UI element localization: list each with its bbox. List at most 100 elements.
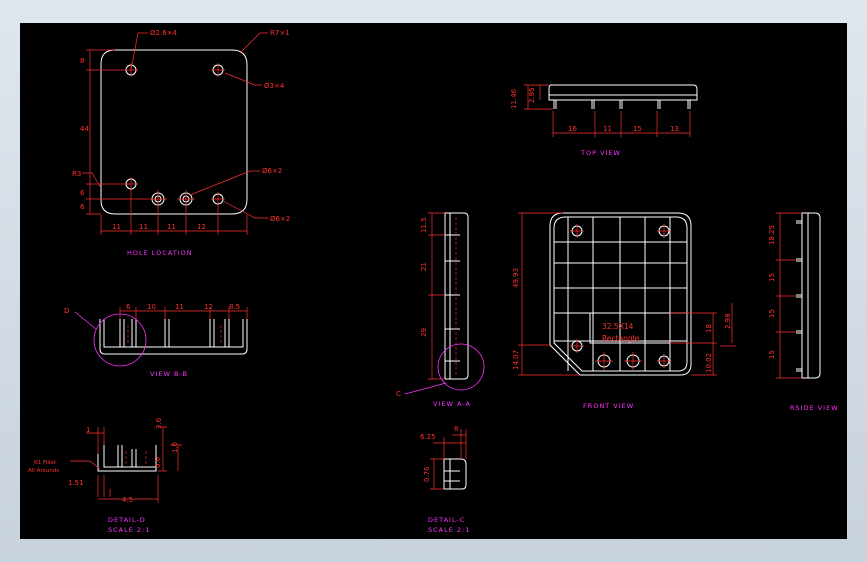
- dim: 1.6: [171, 441, 179, 453]
- dim: 1.51: [68, 479, 84, 487]
- dim-left: 44: [80, 125, 89, 133]
- top-view-dims: [524, 84, 691, 137]
- rectangle-label-type: Rectangle: [602, 334, 640, 343]
- detail-d-hidden: [125, 451, 147, 467]
- view-title-hole-location: HOLE LOCATION: [127, 249, 193, 257]
- dim-top: 10: [147, 303, 156, 311]
- dim-right: 18: [705, 324, 713, 333]
- dim: 0.76: [423, 466, 431, 482]
- dim-left: 11.5: [420, 217, 428, 233]
- dim: 1: [86, 426, 90, 434]
- dimension-lines-left: [86, 49, 149, 215]
- view-title-top-view: TOP VIEW: [580, 149, 621, 157]
- dim-top: 12: [204, 303, 213, 311]
- detail-d-ribs: [117, 445, 137, 467]
- plate-outline: [100, 49, 248, 215]
- dim-left: 6: [80, 203, 85, 211]
- side-view: 18.25 15 15 15 RSIDE VIEW: [768, 212, 839, 412]
- detail-c: 6.25 8 0.76 DETAIL-C SCALE 2:1: [420, 425, 470, 534]
- front-dims-right: [670, 303, 736, 376]
- dim-left: 15: [768, 273, 776, 282]
- front-view: 32.5X14 Rectangle 49.93 14.07 18 2.98 10…: [512, 212, 736, 410]
- dim-left: 18.25: [768, 225, 776, 245]
- detail-d-dims: [70, 426, 182, 503]
- callout-hole-large: Ø6×2: [262, 167, 282, 175]
- dim: 6.25: [420, 433, 436, 441]
- dim-left: 11.46: [510, 88, 518, 109]
- view-a-dims: [428, 212, 445, 380]
- front-inner: [553, 216, 688, 372]
- dim-bottom: 11: [112, 223, 121, 231]
- dim-bottom: 13: [670, 125, 679, 133]
- dim: 0.6: [154, 456, 162, 468]
- top-view: 16 11 15 13 11.46 2.95 TOP VIEW: [510, 84, 698, 157]
- detail-c-inner: [444, 459, 460, 489]
- callout-corner-radius: R7×1: [270, 29, 290, 37]
- cad-drawing: Ø2.6×4 R7×1 Ø3×4 Ø6×2 Ø6×2 R3 11 11 11 1…: [28, 29, 839, 534]
- dim-bottom: 15: [633, 125, 642, 133]
- view-b-dims: [119, 307, 248, 319]
- detail-c-circle: [437, 343, 485, 391]
- detail-c-leader: [404, 382, 447, 395]
- top-view-pins: [553, 100, 691, 109]
- fillet-note-2: All Arounds: [28, 468, 59, 474]
- callout-fillet: R3: [72, 170, 81, 178]
- dim-left: 2.95: [528, 87, 536, 103]
- top-view-base: [548, 95, 698, 101]
- section-hidden-lines: [127, 325, 222, 345]
- detail-d-outline: [97, 445, 157, 472]
- side-pins: [796, 220, 802, 372]
- front-grid: [554, 217, 687, 371]
- detail-c-title: DETAIL-C: [428, 516, 465, 524]
- view-a-outline: [444, 212, 469, 380]
- drawing-canvas: Ø2.6×4 R7×1 Ø3×4 Ø6×2 Ø6×2 R3 11 11 11 1…: [20, 23, 847, 539]
- detail-c-scale: SCALE 2:1: [428, 526, 470, 534]
- dim-left: 15: [768, 309, 776, 318]
- view-title-view-b: VIEW B-B: [150, 370, 188, 378]
- dim-bottom: 11: [167, 223, 176, 231]
- dim: 8: [454, 425, 458, 433]
- detail-d-leader: [74, 311, 97, 330]
- dim-left: 8: [80, 57, 84, 65]
- detail-d-circle: [93, 313, 147, 367]
- dim-left: 15: [768, 350, 776, 359]
- side-dims: [776, 212, 802, 379]
- detail-d-scale: SCALE 2:1: [108, 526, 150, 534]
- dim-left: 21: [420, 262, 428, 271]
- dim: 4.5: [122, 496, 133, 504]
- detail-c-marker: C: [396, 390, 401, 398]
- section-outline: [99, 319, 248, 355]
- dim-left: 49.93: [512, 268, 520, 288]
- callout-hole-medium: Ø3×4: [264, 82, 285, 90]
- section-ribs: [119, 319, 230, 347]
- dim: 3.6: [155, 417, 163, 429]
- front-dims-left: [518, 212, 580, 376]
- side-outline: [801, 212, 821, 379]
- callout-hole-small: Ø2.6×4: [150, 29, 178, 37]
- center-marks: [124, 63, 225, 208]
- dim-bottom: 12: [197, 223, 206, 231]
- dim-bottom: 11: [603, 125, 612, 133]
- fillet-note: R1 Fillet: [34, 460, 57, 466]
- view-a-section: 11.5 21 29 C VIEW A-A: [396, 212, 485, 408]
- front-outer: [549, 212, 692, 376]
- dim-left: 14.07: [512, 350, 520, 370]
- top-view-outline: [548, 84, 698, 96]
- hole-marks: [125, 64, 224, 206]
- dimension-lines-bottom: [100, 188, 248, 235]
- detail-d: 1 3.6 1.6 0.6 1.51 4.5 R1 Fillet All Aro…: [28, 417, 182, 534]
- view-title-side-view: RSIDE VIEW: [790, 404, 839, 412]
- detail-d-title: DETAIL-D: [108, 516, 146, 524]
- dim-top: 6: [126, 303, 131, 311]
- hole-location-view: Ø2.6×4 R7×1 Ø3×4 Ø6×2 Ø6×2 R3 11 11 11 1…: [72, 29, 290, 257]
- view-a-ribs: [445, 234, 460, 362]
- dim-top: 11: [175, 303, 184, 311]
- dim-left: 29: [420, 328, 428, 337]
- rectangle-label-size: 32.5X14: [602, 322, 634, 331]
- view-title-view-a: VIEW A-A: [433, 400, 471, 408]
- dim-left: 6: [80, 189, 85, 197]
- detail-d-marker: D: [64, 307, 69, 315]
- dim-bottom: 11: [139, 223, 148, 231]
- section-inner: [103, 319, 244, 348]
- detail-c-dims: [430, 429, 467, 490]
